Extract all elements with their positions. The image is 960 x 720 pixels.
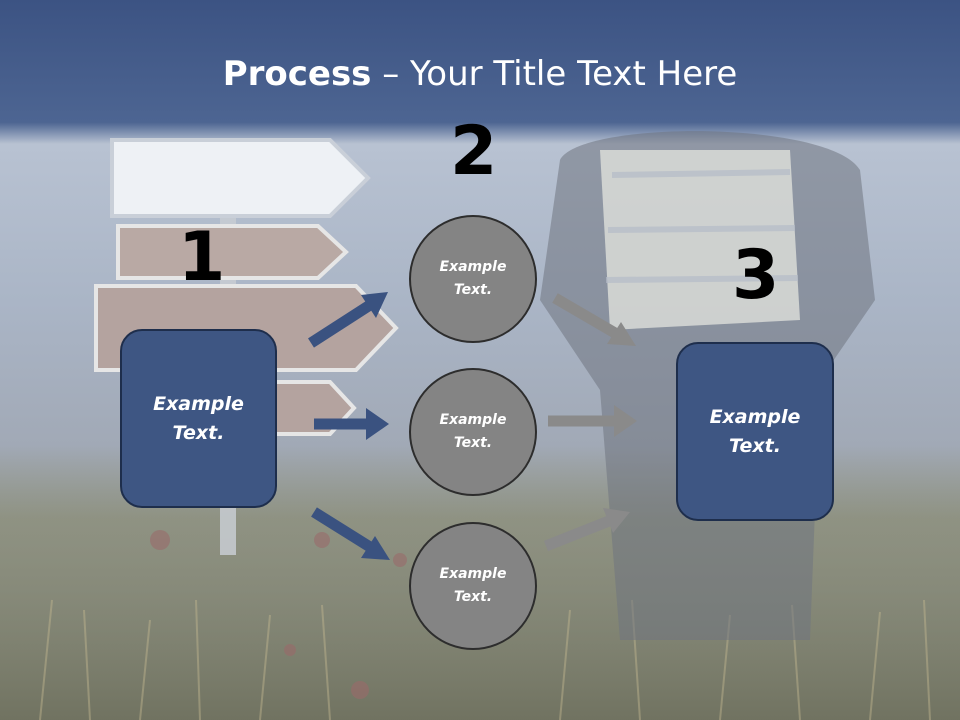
title-bold: Process (222, 54, 372, 94)
arrow-to-middle-circle (314, 408, 389, 440)
arrow-from-middle-circle (548, 405, 637, 437)
circle-top: Example Text. (409, 215, 537, 343)
step-number-3: 3 (732, 236, 780, 315)
right-text-box: Example Text. (676, 342, 834, 521)
step-number-1: 1 (178, 218, 226, 297)
circle-bottom: Example Text. (409, 522, 537, 650)
arrow-from-bottom-circle (543, 508, 630, 552)
right-arrows (543, 293, 637, 552)
arrow-to-bottom-circle (311, 507, 390, 560)
left-arrows (308, 292, 390, 560)
arrow-from-top-circle (552, 293, 636, 346)
step-number-2: 2 (450, 112, 498, 191)
slide-title: Process – Your Title Text Here (0, 50, 960, 98)
circle-middle: Example Text. (409, 368, 537, 496)
arrow-to-top-circle (308, 292, 388, 348)
left-text-box: Example Text. (120, 329, 277, 508)
title-rest: – Your Title Text Here (371, 54, 738, 94)
